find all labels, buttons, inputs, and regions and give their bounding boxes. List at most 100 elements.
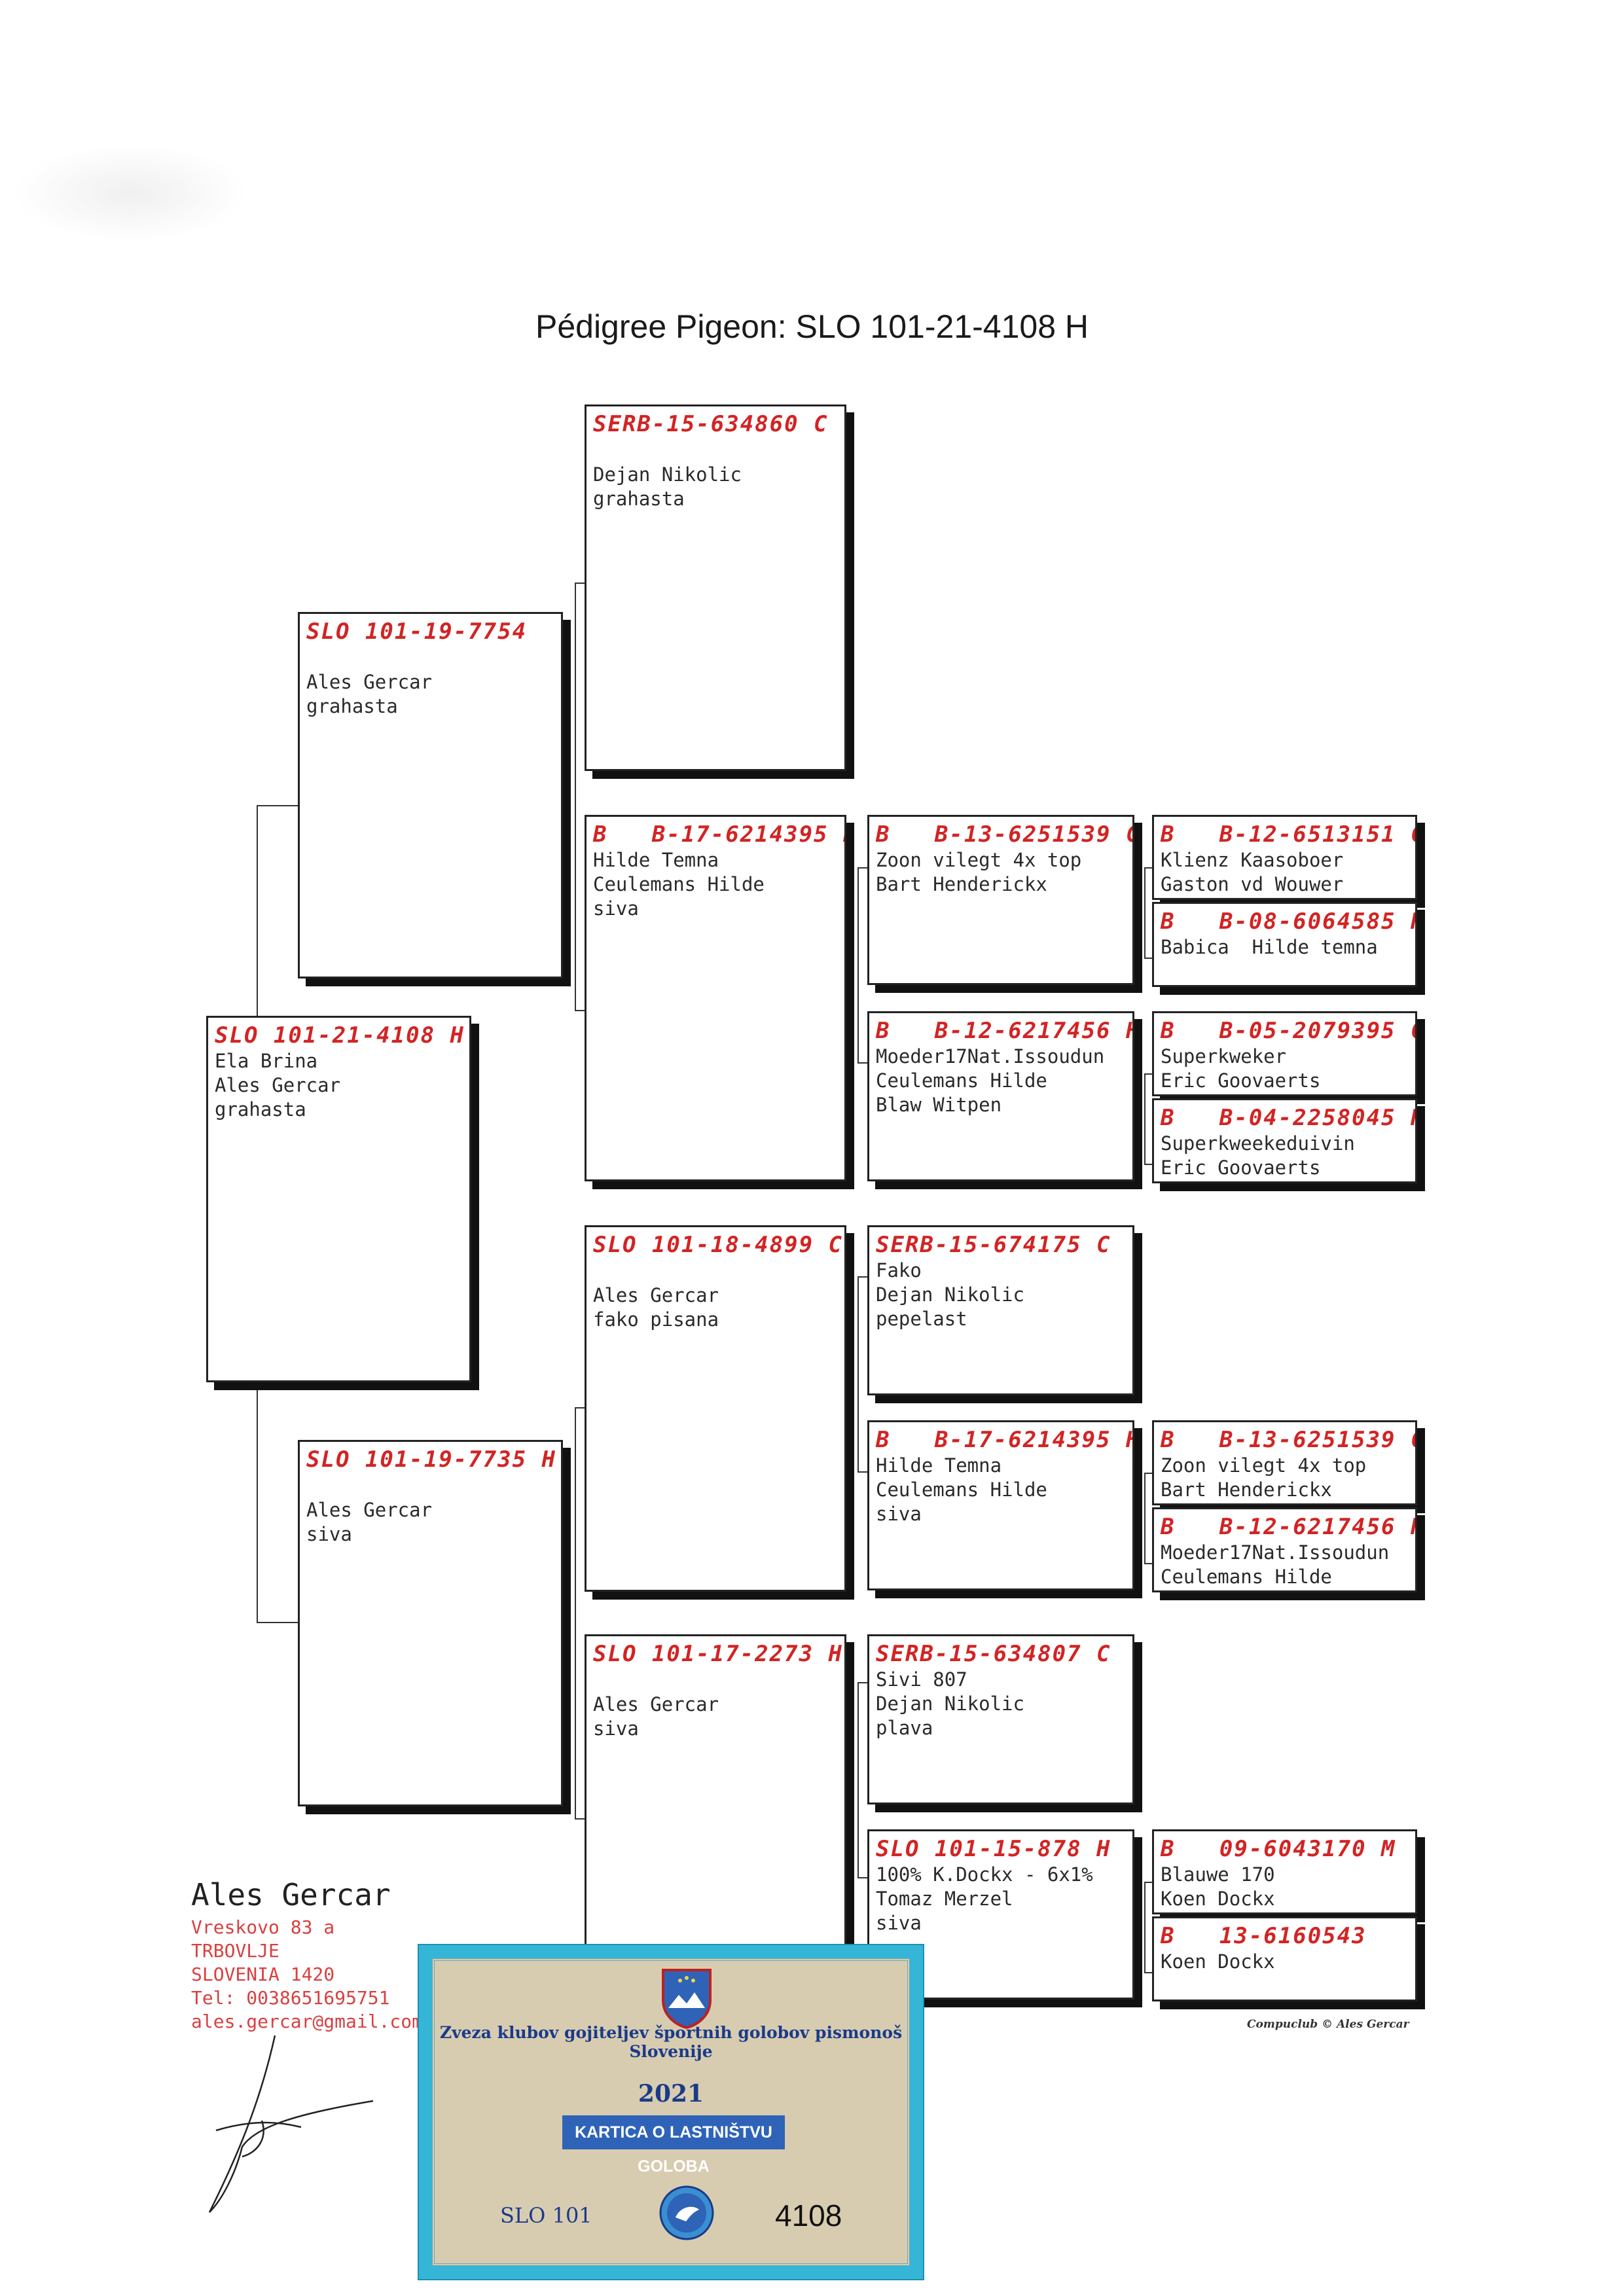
sdss-line-1: Klienz Kaasoboer bbox=[1161, 849, 1344, 871]
sd-line-2: Ceulemans Hilde bbox=[593, 873, 765, 895]
sdds-ring: B B-05-2079395 C bbox=[1161, 1018, 1417, 1044]
ss-box: SERB-15-634860 C Dejan Nikolic grahasta bbox=[585, 404, 846, 771]
connector-ds bbox=[857, 1276, 868, 1473]
dsdd-line-2: Ceulemans Hilde bbox=[1161, 1566, 1332, 1588]
ss-line-1: Dejan Nikolic bbox=[593, 463, 742, 486]
connector-dam bbox=[575, 1407, 586, 1820]
dss-line-2: Dejan Nikolic bbox=[876, 1283, 1024, 1306]
scan-smudge bbox=[13, 144, 249, 242]
dam-line-2: siva bbox=[306, 1523, 352, 1545]
sdds-line-1: Superkweker bbox=[1161, 1045, 1287, 1067]
owner-phone: Tel: 0038651695751 bbox=[191, 1987, 390, 2009]
ddd-line-2: Tomaz Merzel bbox=[876, 1888, 1013, 1910]
dddd-ring: B 13-6160543 bbox=[1161, 1923, 1367, 1949]
sdd-box: B B-12-6217456 H Moeder17Nat.Issoudun Ce… bbox=[867, 1011, 1134, 1181]
dsdd-ring: B B-12-6217456 H bbox=[1161, 1514, 1417, 1540]
sdd-ring: B B-12-6217456 H bbox=[876, 1018, 1134, 1044]
ds-line-1: Ales Gercar bbox=[593, 1284, 719, 1306]
sds-line-1: Zoon vilegt 4x top bbox=[876, 849, 1082, 871]
subject-box: SLO 101-21-4108 H Ela Brina Ales Gercar … bbox=[206, 1016, 471, 1382]
subject-line-1: Ela Brina bbox=[215, 1050, 318, 1072]
page-title: Pédigree Pigeon: SLO 101-21-4108 H bbox=[535, 308, 1089, 345]
sdss-box: B B-12-6513151 C Klienz Kaasoboer Gaston… bbox=[1152, 815, 1417, 900]
owner-city: TRBOVLJE bbox=[191, 1940, 280, 1962]
sds-line-2: Bart Henderickx bbox=[876, 873, 1047, 895]
ddd-line-3: siva bbox=[876, 1912, 922, 1934]
ds-box: SLO 101-18-4899 C Ales Gercar fako pisan… bbox=[585, 1225, 846, 1592]
dsds-ring: B B-13-6251539 C bbox=[1161, 1427, 1417, 1453]
ddd-line-1: 100% K.Dockx - 6x1% bbox=[876, 1863, 1093, 1886]
connector-dd bbox=[857, 1682, 868, 1878]
footer-credit: Compuclub © Ales Gercar bbox=[1247, 2018, 1409, 2031]
dddd-box: B 13-6160543 Koen Dockx bbox=[1152, 1916, 1417, 2001]
sdds-box: B B-05-2079395 C Superkweker Eric Goovae… bbox=[1152, 1011, 1417, 1096]
ddds-box: B 09-6043170 M Blauwe 170 Koen Dockx bbox=[1152, 1829, 1417, 1914]
sire-ring: SLO 101-19-7754 bbox=[306, 619, 528, 645]
dsds-line-1: Zoon vilegt 4x top bbox=[1161, 1454, 1367, 1477]
owner-address: Vreskovo 83 a bbox=[191, 1916, 335, 1938]
sdss-ring: B B-12-6513151 C bbox=[1161, 821, 1417, 848]
ddds-line-2: Koen Dockx bbox=[1161, 1888, 1275, 1910]
connector-sds bbox=[1144, 867, 1153, 959]
connector-sd bbox=[857, 867, 868, 1064]
sire-line-1: Ales Gercar bbox=[306, 671, 433, 693]
sdd-line-3: Blaw Witpen bbox=[876, 1094, 1002, 1116]
dds-box: SERB-15-634807 C Sivi 807 Dejan Nikolic … bbox=[867, 1634, 1134, 1804]
card-banner: KARTICA O LASTNIŠTVU GOLOBA bbox=[562, 2115, 785, 2176]
connector-sdd bbox=[1144, 1073, 1153, 1165]
card-organization: Zveza klubov gojiteljev športnih golobov… bbox=[439, 2023, 903, 2061]
dds-line-1: Sivi 807 bbox=[876, 1668, 967, 1691]
sdsd-ring: B B-08-6064585 H bbox=[1161, 908, 1417, 935]
dds-line-3: plava bbox=[876, 1717, 933, 1739]
dsdd-box: B B-12-6217456 H Moeder17Nat.Issoudun Ce… bbox=[1152, 1507, 1417, 1592]
dds-line-2: Dejan Nikolic bbox=[876, 1693, 1024, 1715]
sdd-line-2: Ceulemans Hilde bbox=[876, 1069, 1047, 1092]
dd-ring: SLO 101-17-2273 H bbox=[593, 1641, 843, 1667]
sddd-box: B B-04-2258045 H Superkweekeduivin Eric … bbox=[1152, 1098, 1417, 1183]
subject-ring: SLO 101-21-4108 H bbox=[215, 1022, 465, 1049]
connector-dsd bbox=[1144, 1473, 1153, 1564]
owner-name: Ales Gercar bbox=[191, 1877, 391, 1912]
connector-sire bbox=[575, 583, 586, 1011]
ds-line-2: fako pisana bbox=[593, 1308, 719, 1331]
sds-box: B B-13-6251539 C Zoon vilegt 4x top Bart… bbox=[867, 815, 1134, 985]
sdsd-box: B B-08-6064585 H Babica Hilde temna bbox=[1152, 902, 1417, 987]
dsd-ring: B B-17-6214395 H bbox=[876, 1427, 1134, 1453]
subject-line-2: Ales Gercar bbox=[215, 1074, 341, 1096]
subject-line-3: grahasta bbox=[215, 1098, 306, 1121]
sdd-line-1: Moeder17Nat.Issoudun bbox=[876, 1045, 1105, 1067]
slovenia-crest-icon bbox=[662, 1969, 712, 2030]
owner-country: SLOVENIA 1420 bbox=[191, 1964, 335, 1985]
dds-ring: SERB-15-634807 C bbox=[876, 1641, 1111, 1667]
card-number: 4108 bbox=[775, 2198, 842, 2233]
dsd-line-3: siva bbox=[876, 1503, 922, 1525]
dss-line-1: Fako bbox=[876, 1259, 922, 1282]
dsdd-line-1: Moeder17Nat.Issoudun bbox=[1161, 1541, 1390, 1564]
owner-email: ales.gercar@gmail.com bbox=[191, 2011, 424, 2032]
sds-ring: B B-13-6251539 C bbox=[876, 821, 1134, 848]
dss-box: SERB-15-674175 C Fako Dejan Nikolic pepe… bbox=[867, 1225, 1134, 1395]
card-year: 2021 bbox=[638, 2080, 704, 2108]
dam-line-1: Ales Gercar bbox=[306, 1499, 433, 1521]
dsd-line-1: Hilde Temna bbox=[876, 1454, 1002, 1477]
sd-line-1: Hilde Temna bbox=[593, 849, 719, 871]
dss-ring: SERB-15-674175 C bbox=[876, 1232, 1111, 1258]
sd-box: B B-17-6214395 H Hilde Temna Ceulemans H… bbox=[585, 815, 846, 1181]
sire-box: SLO 101-19-7754 Ales Gercar grahasta bbox=[298, 612, 563, 978]
signature-scribble bbox=[208, 2035, 374, 2213]
ds-ring: SLO 101-18-4899 C bbox=[593, 1232, 843, 1258]
pigeon-seal-icon bbox=[659, 2185, 714, 2240]
dss-line-3: pepelast bbox=[876, 1308, 967, 1330]
sddd-ring: B B-04-2258045 H bbox=[1161, 1105, 1417, 1131]
sd-ring: B B-17-6214395 H bbox=[593, 821, 846, 848]
sire-line-2: grahasta bbox=[306, 695, 398, 717]
dam-ring: SLO 101-19-7735 H bbox=[306, 1446, 556, 1473]
sddd-line-2: Eric Goovaerts bbox=[1161, 1157, 1321, 1179]
sdds-line-2: Eric Goovaerts bbox=[1161, 1069, 1321, 1092]
ownership-card: Zveza klubov gojiteljev športnih golobov… bbox=[418, 1944, 924, 2280]
card-inner-panel: Zveza klubov gojiteljev športnih golobov… bbox=[432, 1958, 910, 2266]
dd-line-2: siva bbox=[593, 1717, 639, 1740]
dddd-line-2: Koen Dockx bbox=[1161, 1950, 1275, 1973]
dd-line-1: Ales Gercar bbox=[593, 1693, 719, 1715]
card-code: SLO 101 bbox=[500, 2203, 592, 2228]
